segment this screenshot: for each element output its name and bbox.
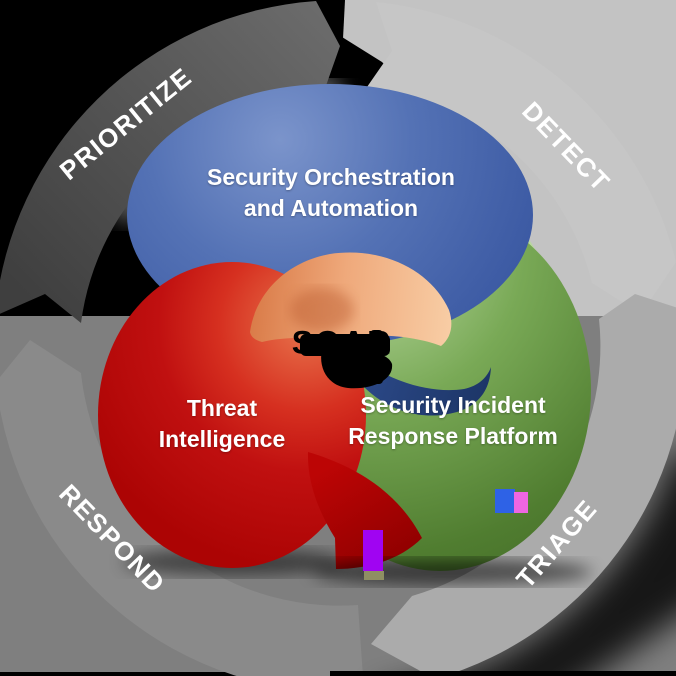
center-label-soar: SOAR: [291, 324, 393, 361]
glitch-magenta-rect: [514, 492, 528, 513]
arc-detect: [367, 2, 676, 314]
segment-label-line2: and Automation: [243, 195, 419, 221]
segment-label-line2: Response Platform: [348, 423, 558, 449]
bottom-black-strip: [330, 671, 676, 676]
center-orange-blotch: [290, 288, 354, 332]
segment-label-security-orchestration: Security Orchestration and Automation: [181, 162, 481, 224]
red-swirl-tail: [307, 452, 422, 569]
segment-label-line1: Security Incident: [360, 392, 546, 418]
glitch-purple-rect: [363, 530, 383, 571]
arc-triage: [371, 294, 676, 676]
arc-triage-shadow: [450, 446, 676, 676]
segment-label-line2: Intelligence: [158, 426, 286, 452]
segment-label-line1: Threat: [186, 395, 258, 421]
glitch-blue-rect: [495, 489, 515, 513]
segment-label-security-incident-response: Security Incident Response Platform: [303, 390, 603, 452]
segment-label-threat-intelligence: Threat Intelligence: [72, 393, 372, 455]
arc-respond: [0, 340, 363, 676]
blue-swirl-tail: [336, 338, 491, 416]
glitch-olive-rect: [364, 571, 384, 580]
segment-label-line1: Security Orchestration: [207, 164, 455, 190]
arc-prioritize: [0, 1, 340, 323]
red-swirl-body: [98, 262, 366, 568]
center-text-smear: [300, 330, 393, 389]
